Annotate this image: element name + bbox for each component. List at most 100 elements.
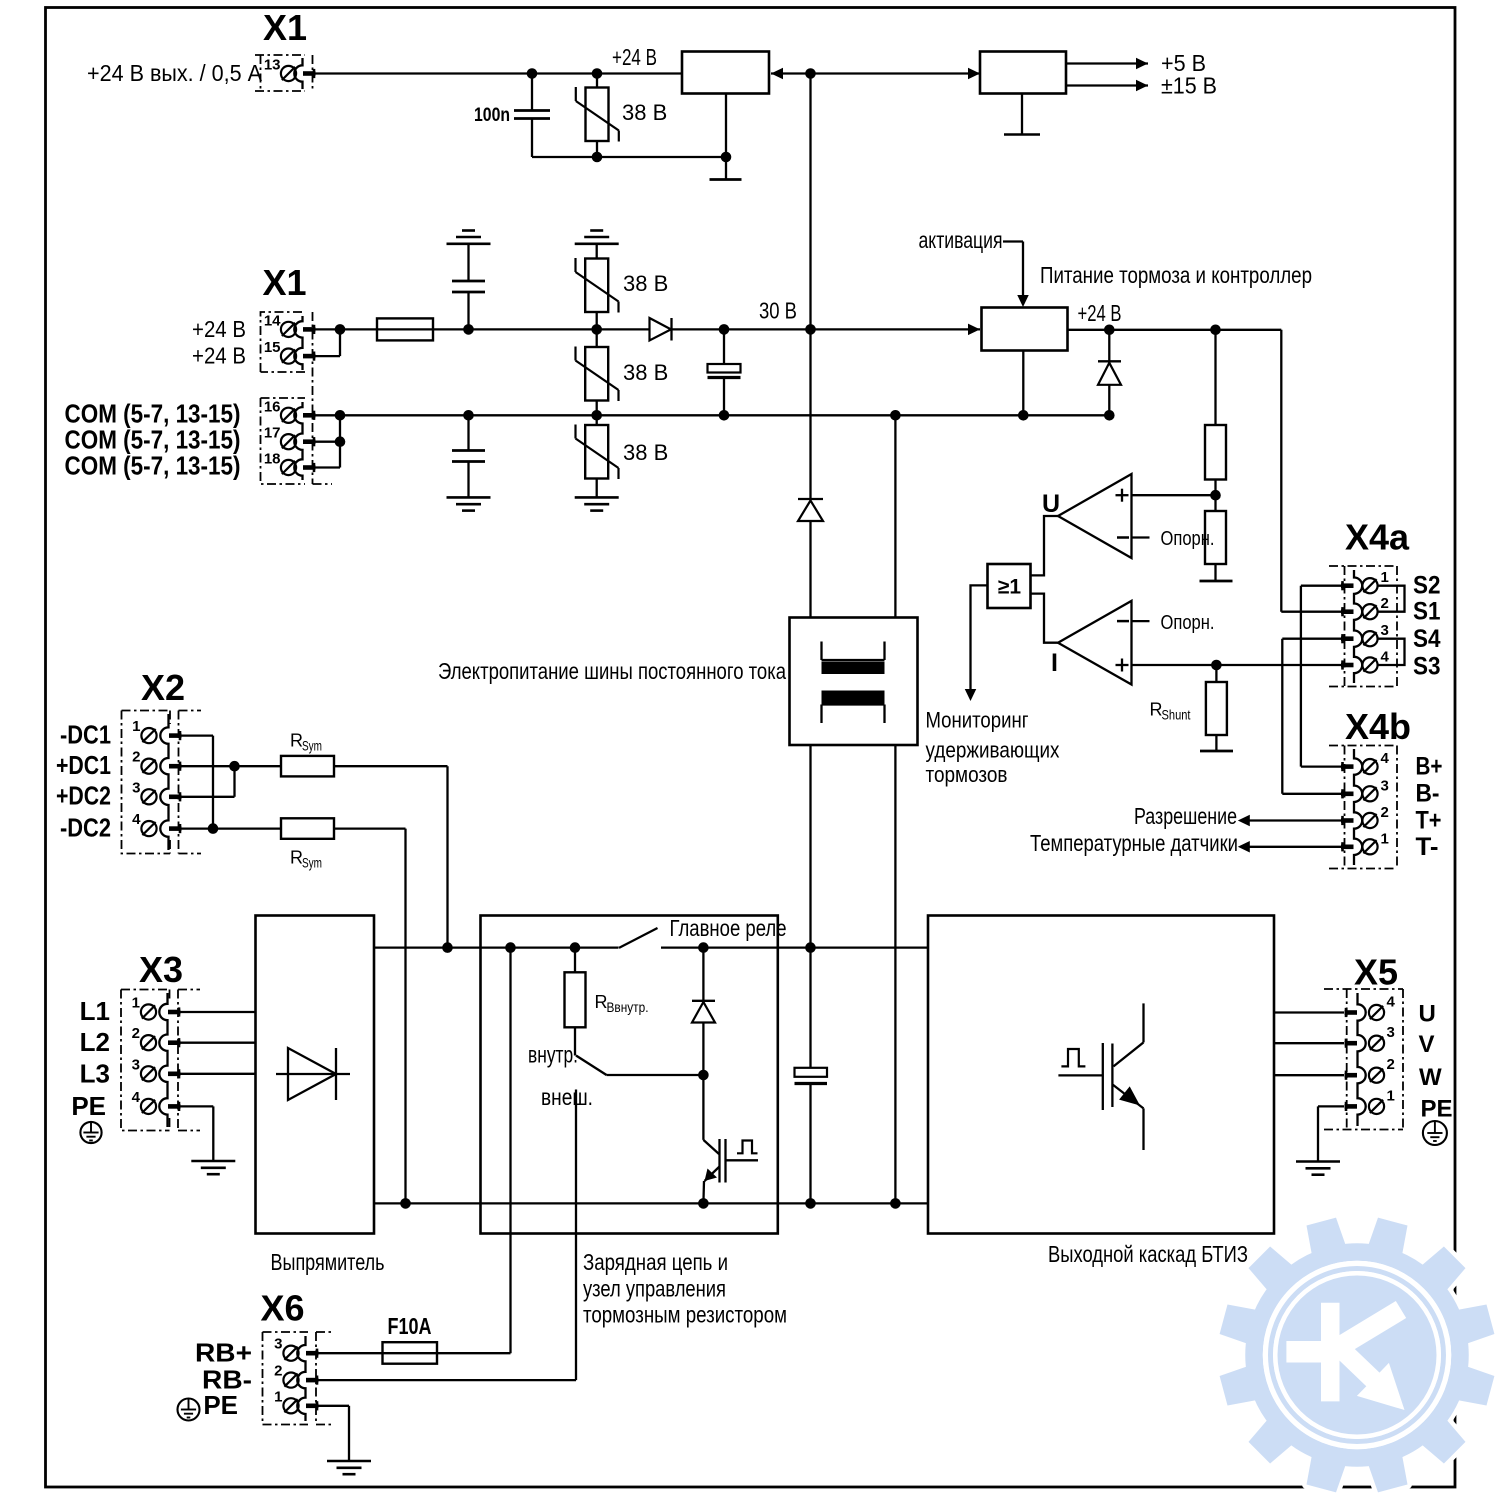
svg-text:U: U — [1042, 490, 1060, 518]
svg-text:I: I — [1051, 649, 1058, 677]
svg-text:внутр.: внутр. — [528, 1042, 578, 1068]
svg-text:RB+: RB+ — [195, 1338, 252, 1368]
svg-text:X1: X1 — [263, 7, 307, 48]
svg-text:+24 В: +24 В — [192, 343, 246, 369]
svg-text:15: 15 — [264, 339, 281, 356]
svg-text:4: 4 — [132, 1089, 141, 1106]
svg-text:F10A: F10A — [388, 1313, 432, 1339]
svg-text:+24 В: +24 В — [612, 44, 657, 70]
svg-text:38 В: 38 В — [623, 271, 668, 296]
svg-text:COM (5-7, 13-15): COM (5-7, 13-15) — [65, 399, 241, 429]
svg-text:Выходной каскад БТИЗ: Выходной каскад БТИЗ — [1048, 1241, 1248, 1267]
svg-text:X3: X3 — [139, 949, 183, 990]
svg-text:1: 1 — [132, 995, 140, 1012]
svg-text:S3: S3 — [1413, 653, 1441, 681]
svg-text:2: 2 — [1387, 1056, 1395, 1073]
svg-text:S1: S1 — [1413, 598, 1441, 626]
svg-text:13: 13 — [264, 57, 281, 74]
svg-text:T-: T- — [1416, 833, 1439, 861]
svg-text:Sym: Sym — [302, 739, 322, 754]
svg-text:Sym: Sym — [302, 856, 322, 871]
svg-text:+24 В: +24 В — [1078, 300, 1122, 326]
svg-text:38 В: 38 В — [623, 440, 668, 465]
svg-text:3: 3 — [1387, 1024, 1395, 1041]
svg-text:2: 2 — [1381, 595, 1389, 612]
svg-text:Разрешение: Разрешение — [1134, 803, 1237, 829]
svg-text:T+: T+ — [1416, 807, 1442, 835]
svg-text:PE: PE — [1421, 1095, 1453, 1122]
svg-text:Ввнутр.: Ввнутр. — [607, 1000, 649, 1015]
svg-text:2: 2 — [132, 1025, 140, 1042]
svg-text:R: R — [595, 992, 608, 1012]
svg-text:тормозным резистором: тормозным резистором — [583, 1302, 787, 1328]
svg-text:38 В: 38 В — [622, 100, 667, 125]
svg-text:3: 3 — [274, 1336, 282, 1353]
svg-text:PE: PE — [71, 1091, 106, 1121]
svg-text:30 В: 30 В — [759, 298, 797, 324]
svg-text:+24 В вых. / 0,5 А: +24 В вых. / 0,5 А — [87, 60, 263, 86]
svg-text:+DC1: +DC1 — [56, 750, 111, 780]
svg-text:+DC2: +DC2 — [56, 781, 111, 811]
svg-text:4: 4 — [1381, 649, 1390, 666]
svg-text:COM (5-7, 13-15): COM (5-7, 13-15) — [65, 451, 241, 481]
svg-text:1: 1 — [274, 1388, 282, 1405]
svg-text:3: 3 — [1381, 777, 1389, 794]
svg-text:3: 3 — [132, 779, 140, 796]
svg-text:X1: X1 — [262, 262, 306, 303]
svg-text:X2: X2 — [141, 667, 185, 708]
svg-text:активация: активация — [919, 227, 1003, 253]
svg-text:≥1: ≥1 — [998, 576, 1022, 599]
svg-text:Мониторинг: Мониторинг — [926, 708, 1029, 733]
svg-text:4: 4 — [1381, 750, 1390, 767]
svg-text:L2: L2 — [80, 1027, 110, 1057]
svg-text:RB-: RB- — [202, 1365, 252, 1395]
svg-text:S4: S4 — [1413, 625, 1441, 653]
svg-text:тормозов: тормозов — [926, 762, 1008, 787]
svg-text:3: 3 — [1381, 622, 1389, 639]
svg-text:R: R — [1150, 700, 1163, 720]
svg-text:Питание тормоза и контроллер: Питание тормоза и контроллер — [1040, 262, 1312, 288]
svg-text:2: 2 — [1381, 804, 1389, 821]
svg-text:узел управления: узел управления — [583, 1276, 726, 1302]
svg-text:внеш.: внеш. — [541, 1084, 593, 1110]
svg-text:4: 4 — [1387, 994, 1396, 1011]
svg-text:Выпрямитель: Выпрямитель — [271, 1249, 385, 1275]
svg-text:R: R — [290, 848, 303, 868]
svg-text:1: 1 — [1387, 1087, 1395, 1104]
svg-text:38 В: 38 В — [623, 360, 668, 385]
svg-text:Электропитание шины постоянног: Электропитание шины постоянного тока — [438, 658, 787, 684]
svg-text:Опорн.: Опорн. — [1161, 527, 1215, 550]
svg-text:Температурные датчики: Температурные датчики — [1030, 830, 1238, 856]
svg-text:Зарядная цепь и: Зарядная цепь и — [583, 1249, 728, 1275]
svg-text:R: R — [290, 731, 303, 751]
svg-text:X6: X6 — [260, 1288, 304, 1329]
svg-text:+24 В: +24 В — [192, 316, 246, 342]
svg-text:1: 1 — [132, 718, 140, 735]
svg-text:2: 2 — [132, 749, 140, 766]
svg-text:PE: PE — [203, 1390, 238, 1420]
svg-text:4: 4 — [132, 811, 141, 828]
svg-text:Shunt: Shunt — [1162, 708, 1191, 723]
svg-text:1: 1 — [1381, 569, 1389, 586]
svg-text:U: U — [1419, 1001, 1436, 1028]
svg-text:+5 В: +5 В — [1161, 50, 1206, 76]
svg-text:1: 1 — [1381, 830, 1389, 847]
svg-text:L1: L1 — [80, 996, 110, 1026]
svg-text:L3: L3 — [80, 1059, 110, 1089]
svg-text:W: W — [1419, 1064, 1442, 1091]
svg-text:2: 2 — [274, 1363, 282, 1380]
svg-text:-DC2: -DC2 — [60, 812, 111, 842]
svg-text:-DC1: -DC1 — [60, 720, 111, 750]
svg-text:±15 В: ±15 В — [1161, 73, 1217, 99]
svg-text:3: 3 — [132, 1056, 140, 1073]
svg-text:X4a: X4a — [1345, 517, 1410, 558]
svg-text:X4b: X4b — [1345, 706, 1411, 747]
svg-text:Опорн.: Опорн. — [1161, 611, 1215, 634]
svg-text:100n: 100n — [474, 105, 510, 126]
svg-text:S2: S2 — [1413, 572, 1441, 600]
svg-text:B-: B- — [1416, 780, 1440, 808]
svg-text:COM (5-7, 13-15): COM (5-7, 13-15) — [65, 425, 241, 455]
svg-text:B+: B+ — [1416, 753, 1443, 781]
svg-text:удерживающих: удерживающих — [926, 737, 1061, 762]
svg-text:17: 17 — [264, 425, 281, 442]
